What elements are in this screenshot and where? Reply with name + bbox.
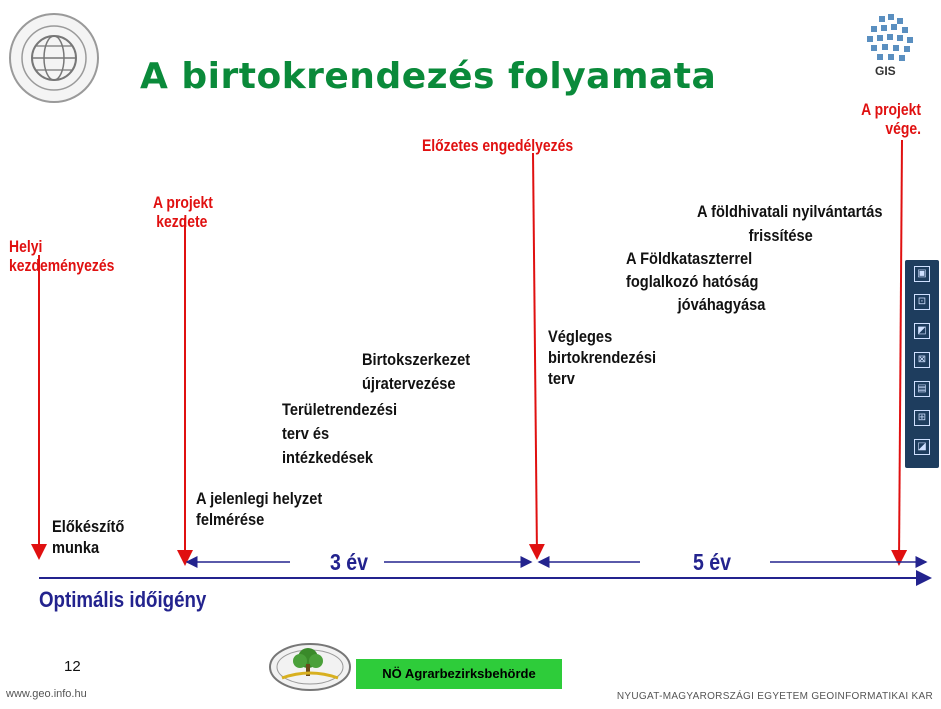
milestone-projekt-vege: A projekt vége.: [861, 100, 921, 138]
table-icon[interactable]: ▤: [914, 381, 930, 397]
milestone-projekt-kezdete: A projekt kezdete: [153, 193, 213, 231]
milestone-projekt-vege-line1: A projekt: [861, 100, 921, 119]
step-teruletrendezesi-line3: intézkedések: [282, 448, 374, 467]
page-number: 12: [64, 658, 81, 675]
step-birtokszerkezet-line1: Birtokszerkezet: [362, 350, 471, 369]
zoom-icon[interactable]: ⊠: [914, 352, 930, 368]
duration-label-3-ev: 3 év: [330, 549, 369, 575]
university-seal-logo: [8, 12, 100, 104]
step-elokeszito-line2: munka: [52, 538, 100, 557]
authority-badge: NÖ Agrarbezirksbehörde: [356, 659, 562, 689]
step-foldhivatali-line1: A földhivatali nyilvántartás: [697, 202, 883, 221]
milestone-projekt-vege-line2: vége.: [885, 119, 921, 138]
step-foldkataszter-line2: foglalkozó hatóság: [626, 272, 759, 291]
step-teruletrendezesi-line1: Területrendezési: [282, 400, 398, 419]
step-elokeszito-line1: Előkészítő: [52, 517, 125, 536]
step-birtokszerkezet: Birtokszerkezet újratervezése: [362, 348, 470, 396]
layer-icon[interactable]: ◩: [914, 323, 930, 339]
select-icon[interactable]: ▣: [914, 266, 930, 282]
milestone-projekt-kezdete-line2: kezdete: [156, 212, 208, 231]
step-vegleges-line2: birtokrendezési: [548, 348, 657, 367]
gis-logo: GIS: [855, 12, 925, 92]
step-vegleges-line3: terv: [548, 369, 575, 388]
step-jelenlegi-line2: felmérése: [196, 510, 265, 529]
step-teruletrendezesi-line2: terv és: [282, 424, 330, 443]
milestone-projekt-kezdete-line1: A projekt: [153, 193, 213, 212]
tree-logo: [268, 642, 352, 692]
step-vegleges-line1: Végleges: [548, 327, 613, 346]
step-foldhivatali-line2: frissítése: [748, 226, 813, 245]
step-jelenlegi: A jelenlegi helyzet felmérése: [196, 488, 322, 530]
milestone-helyi-line1: Helyi: [9, 237, 43, 256]
milestone-line-elozetes: [528, 152, 545, 560]
step-foldkataszter: A Földkataszterrel foglalkozó hatóság jó…: [626, 247, 765, 316]
step-teruletrendezesi: Területrendezési terv és intézkedések: [282, 398, 397, 470]
footer-url[interactable]: www.geo.info.hu: [6, 688, 87, 700]
measure-icon[interactable]: ◪: [914, 439, 930, 455]
axis-label: Optimális időigény: [39, 587, 207, 612]
footer-institution: NYUGAT-MAGYARORSZÁGI EGYETEM GEOINFORMAT…: [616, 691, 933, 702]
milestone-elozetes: Előzetes engedélyezés: [422, 136, 574, 155]
map-toolbar: ▣ ⊡ ◩ ⊠ ▤ ⊞ ◪: [905, 260, 939, 468]
step-birtokszerkezet-line2: újratervezése: [362, 374, 456, 393]
extent-icon[interactable]: ⊞: [914, 410, 930, 426]
milestone-helyi-line2: kezdeményezés: [9, 256, 115, 275]
gis-logo-text: GIS: [875, 64, 896, 78]
pan-icon[interactable]: ⊡: [914, 294, 930, 310]
page-title: A birtokrendezés folyamata: [140, 56, 717, 97]
step-foldkataszter-line1: A Földkataszterrel: [626, 249, 753, 268]
step-foldkataszter-line3: jóváhagyása: [677, 295, 766, 314]
step-elokeszito: Előkészítő munka: [52, 516, 124, 558]
step-vegleges: Végleges birtokrendezési terv: [548, 326, 656, 389]
milestone-helyi: Helyi kezdeményezés: [9, 237, 114, 275]
step-foldhivatali: A földhivatali nyilvántartás frissítése: [697, 200, 883, 248]
milestone-line-projekt-vege: [891, 139, 908, 566]
step-jelenlegi-line1: A jelenlegi helyzet: [196, 489, 323, 508]
duration-label-5-ev: 5 év: [693, 549, 732, 575]
